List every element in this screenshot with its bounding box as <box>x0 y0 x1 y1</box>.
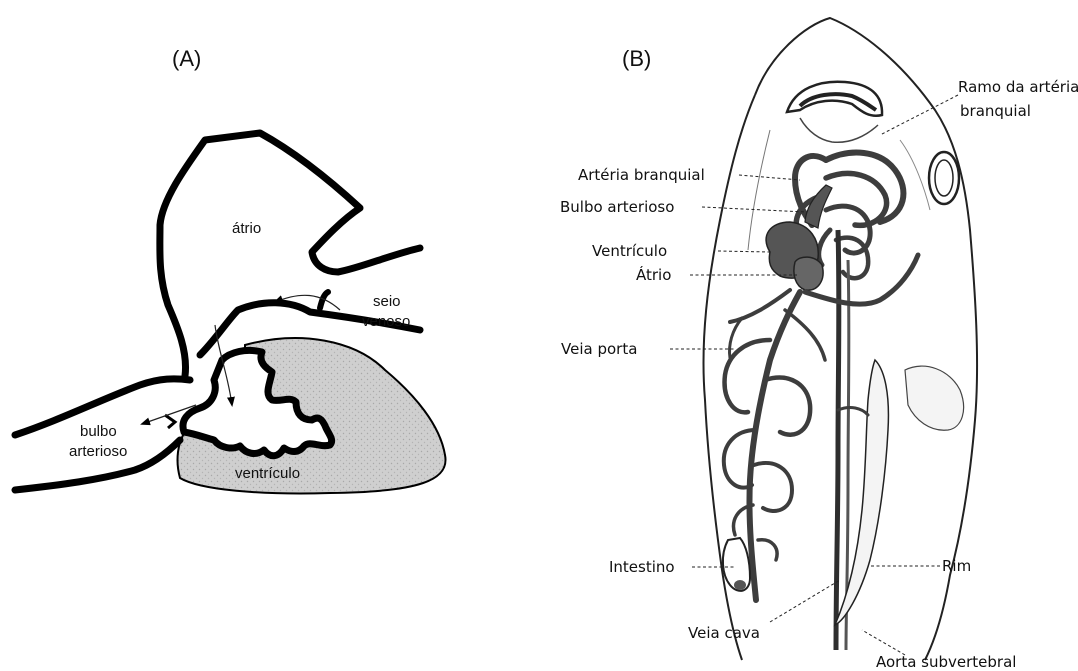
label-branquial: branquial <box>960 102 1031 120</box>
label-veia-porta: Veia porta <box>561 340 637 358</box>
panel-b-title: (B) <box>622 46 651 71</box>
label-atrio: átrio <box>232 220 261 237</box>
label-venoso: venoso <box>362 313 410 330</box>
label-intestino: Intestino <box>609 558 675 576</box>
label-ventriculo: ventrículo <box>235 465 300 482</box>
panel-a-title: (A) <box>172 46 201 71</box>
anterior-cross-vessel <box>730 290 790 322</box>
panel-a-heart-diagram: (A) átrio seio venoso bulbo arterioso ve… <box>15 46 446 493</box>
heart-atrium <box>794 257 823 290</box>
panel-b-fish-circulation: (B) <box>560 18 1078 671</box>
pectoral-fin <box>905 366 964 430</box>
label-aorta-subvertebral: Aorta subvertebral <box>876 653 1016 671</box>
leader-aorta <box>862 630 905 655</box>
bulbus-valve <box>165 415 175 428</box>
mesenteric-branch <box>838 408 868 415</box>
label-veia-cava: Veia cava <box>688 624 760 642</box>
mouth <box>787 82 882 116</box>
leader-arteria <box>739 175 800 180</box>
kidney <box>835 360 888 625</box>
label-rim: Rim <box>942 557 971 575</box>
label-arterioso: arterioso <box>69 443 127 460</box>
intestine-end <box>734 580 746 590</box>
leader-veia-cava <box>770 580 840 622</box>
label-ventriculo-b: Ventrículo <box>592 242 667 260</box>
label-seio: seio <box>373 293 401 310</box>
leader-ventriculo <box>718 251 770 252</box>
label-bulbo: bulbo <box>80 423 117 440</box>
label-ramo-arteria: Ramo da artéria <box>958 78 1078 96</box>
label-arteria-branquial: Artéria branquial <box>578 166 705 184</box>
label-bulbo-arterioso: Bulbo arterioso <box>560 198 674 216</box>
jaw <box>800 118 878 142</box>
dorsal-aorta <box>836 230 839 650</box>
label-atrio-b: Átrio <box>636 265 671 284</box>
body-inner-line <box>748 130 770 250</box>
